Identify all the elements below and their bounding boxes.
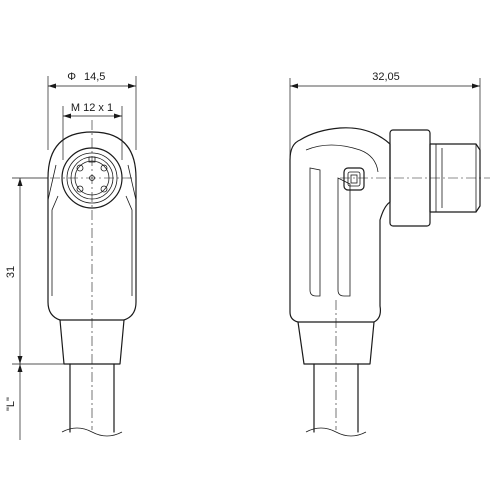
cable-length-label: "L": [5, 397, 17, 411]
front-side-rib-left: [47, 164, 57, 300]
face-outer-ring: [61, 147, 123, 209]
side-slot-2: [337, 177, 351, 297]
contact-pin-1: [76, 164, 84, 172]
face-key-notch: [88, 156, 96, 163]
side-label-mark: [350, 174, 358, 184]
side-view: 32,05: [289, 71, 490, 437]
front-view: Φ 14,5 M 12 x 1 31 "L": [5, 71, 137, 440]
contact-pin-4: [76, 185, 84, 193]
front-neck: [59, 319, 125, 365]
face-insert: [74, 160, 110, 196]
contact-pin-center: [89, 175, 95, 181]
dim-height-arrow-bottom: [17, 356, 23, 364]
side-cable-break: [305, 427, 367, 437]
height-label: 31: [5, 266, 17, 278]
front-side-rib-right-inner: [125, 195, 133, 296]
contact-pin-2: [100, 164, 108, 172]
diameter-symbol: Φ: [67, 71, 76, 83]
dim-height-arrow-top: [17, 178, 23, 186]
side-body-contour: [305, 144, 379, 173]
dim-length-arrow-right: [472, 83, 480, 89]
front-body-outline: [47, 131, 137, 321]
side-label-window: [343, 167, 365, 191]
side-slot-1: [309, 167, 321, 297]
face-ring-2: [66, 152, 118, 204]
side-body-outline: [289, 127, 391, 323]
side-neck: [297, 321, 375, 365]
diameter-value: 14,5: [84, 71, 105, 83]
dim-cable-arrow-top: [17, 364, 23, 372]
dim-diameter-arrow-left: [48, 83, 56, 89]
length-label: 32,05: [372, 71, 400, 83]
face-contacts: [76, 164, 108, 193]
front-side-rib-right: [127, 164, 137, 300]
dim-diameter-arrow-right: [128, 83, 136, 89]
dim-thread-arrow-left: [63, 113, 71, 119]
dim-length-arrow-left: [290, 83, 298, 89]
dim-thread-arrow-right: [114, 113, 122, 119]
front-cable-break: [61, 427, 123, 437]
front-side-rib-left-inner: [51, 195, 59, 296]
side-label-window-inner: [347, 171, 361, 187]
thread-label: M 12 x 1: [71, 102, 113, 114]
contact-pin-3: [100, 185, 108, 193]
